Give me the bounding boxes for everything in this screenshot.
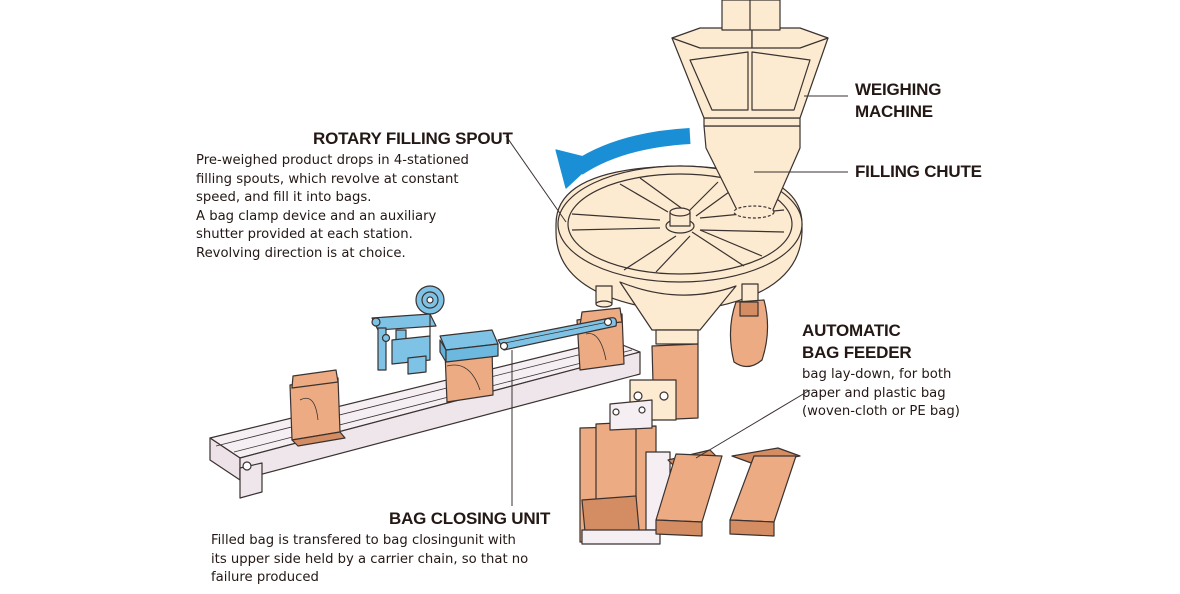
rotary-filling-spout-description: Pre-weighed product drops in 4-stationed… <box>196 152 469 264</box>
bag-feeder-title-line-2: BAG FEEDER <box>802 343 912 362</box>
rotary-desc-line-1: Pre-weighed product drops in 4-stationed <box>196 153 469 168</box>
closing-desc-line-1: Filled bag is transfered to bag closingu… <box>211 533 516 548</box>
rotary-desc-line-5: shutter provided at each station. <box>196 227 413 243</box>
closing-desc-line-3: failure produced <box>211 570 319 586</box>
bag-closing-unit <box>371 285 617 375</box>
filling-chute <box>703 117 801 219</box>
rotation-arrow <box>555 128 691 189</box>
weighing-machine-label-line-1: WEIGHING <box>855 80 942 99</box>
leader-bag-feeder <box>695 389 811 459</box>
automatic-bag-feeder <box>579 399 801 545</box>
leader-lines <box>505 95 848 506</box>
leader-rotary-spout <box>505 135 567 223</box>
rotary-filling-spout-title: ROTARY FILLING SPOUT <box>313 129 513 148</box>
bag-on-conveyor-1 <box>289 369 346 447</box>
bag-on-conveyor-3 <box>576 307 625 371</box>
filling-chute-label: FILLING CHUTE <box>855 162 982 181</box>
rotary-desc-line-2: filling spouts, which revolve at constan… <box>196 171 459 187</box>
weighing-machine-label: WEIGHING MACHINE <box>855 79 941 123</box>
bag-feeder-desc-line-2: paper and plastic bag <box>802 385 946 401</box>
bag-closing-unit-title: BAG CLOSING UNIT <box>389 509 551 528</box>
rotary-desc-line-4: A bag clamp device and an auxiliary <box>196 208 437 224</box>
automatic-bag-feeder-title: AUTOMATIC BAG FEEDER <box>802 320 912 364</box>
bag-feeder-desc-line-3: (woven-cloth or PE bag) <box>802 404 960 420</box>
bag-under-chute <box>629 343 699 421</box>
weighing-machine-label-line-2: MACHINE <box>855 102 933 121</box>
bag-feeder-desc-line-1: bag lay-down, for both <box>802 367 952 382</box>
hanging-bag <box>729 299 769 368</box>
weighing-machine <box>671 0 829 119</box>
rotary-desc-line-6: Revolving direction is at choice. <box>196 245 406 261</box>
closing-desc-line-2: its upper side held by a carrier chain, … <box>211 551 529 567</box>
automatic-bag-feeder-description: bag lay-down, for both paper and plastic… <box>802 366 960 422</box>
bag-feeder-title-line-1: AUTOMATIC <box>802 321 901 340</box>
bag-closing-unit-description: Filled bag is transfered to bag closingu… <box>211 532 528 588</box>
rotary-desc-line-3: speed, and fill it into bags. <box>196 190 372 206</box>
